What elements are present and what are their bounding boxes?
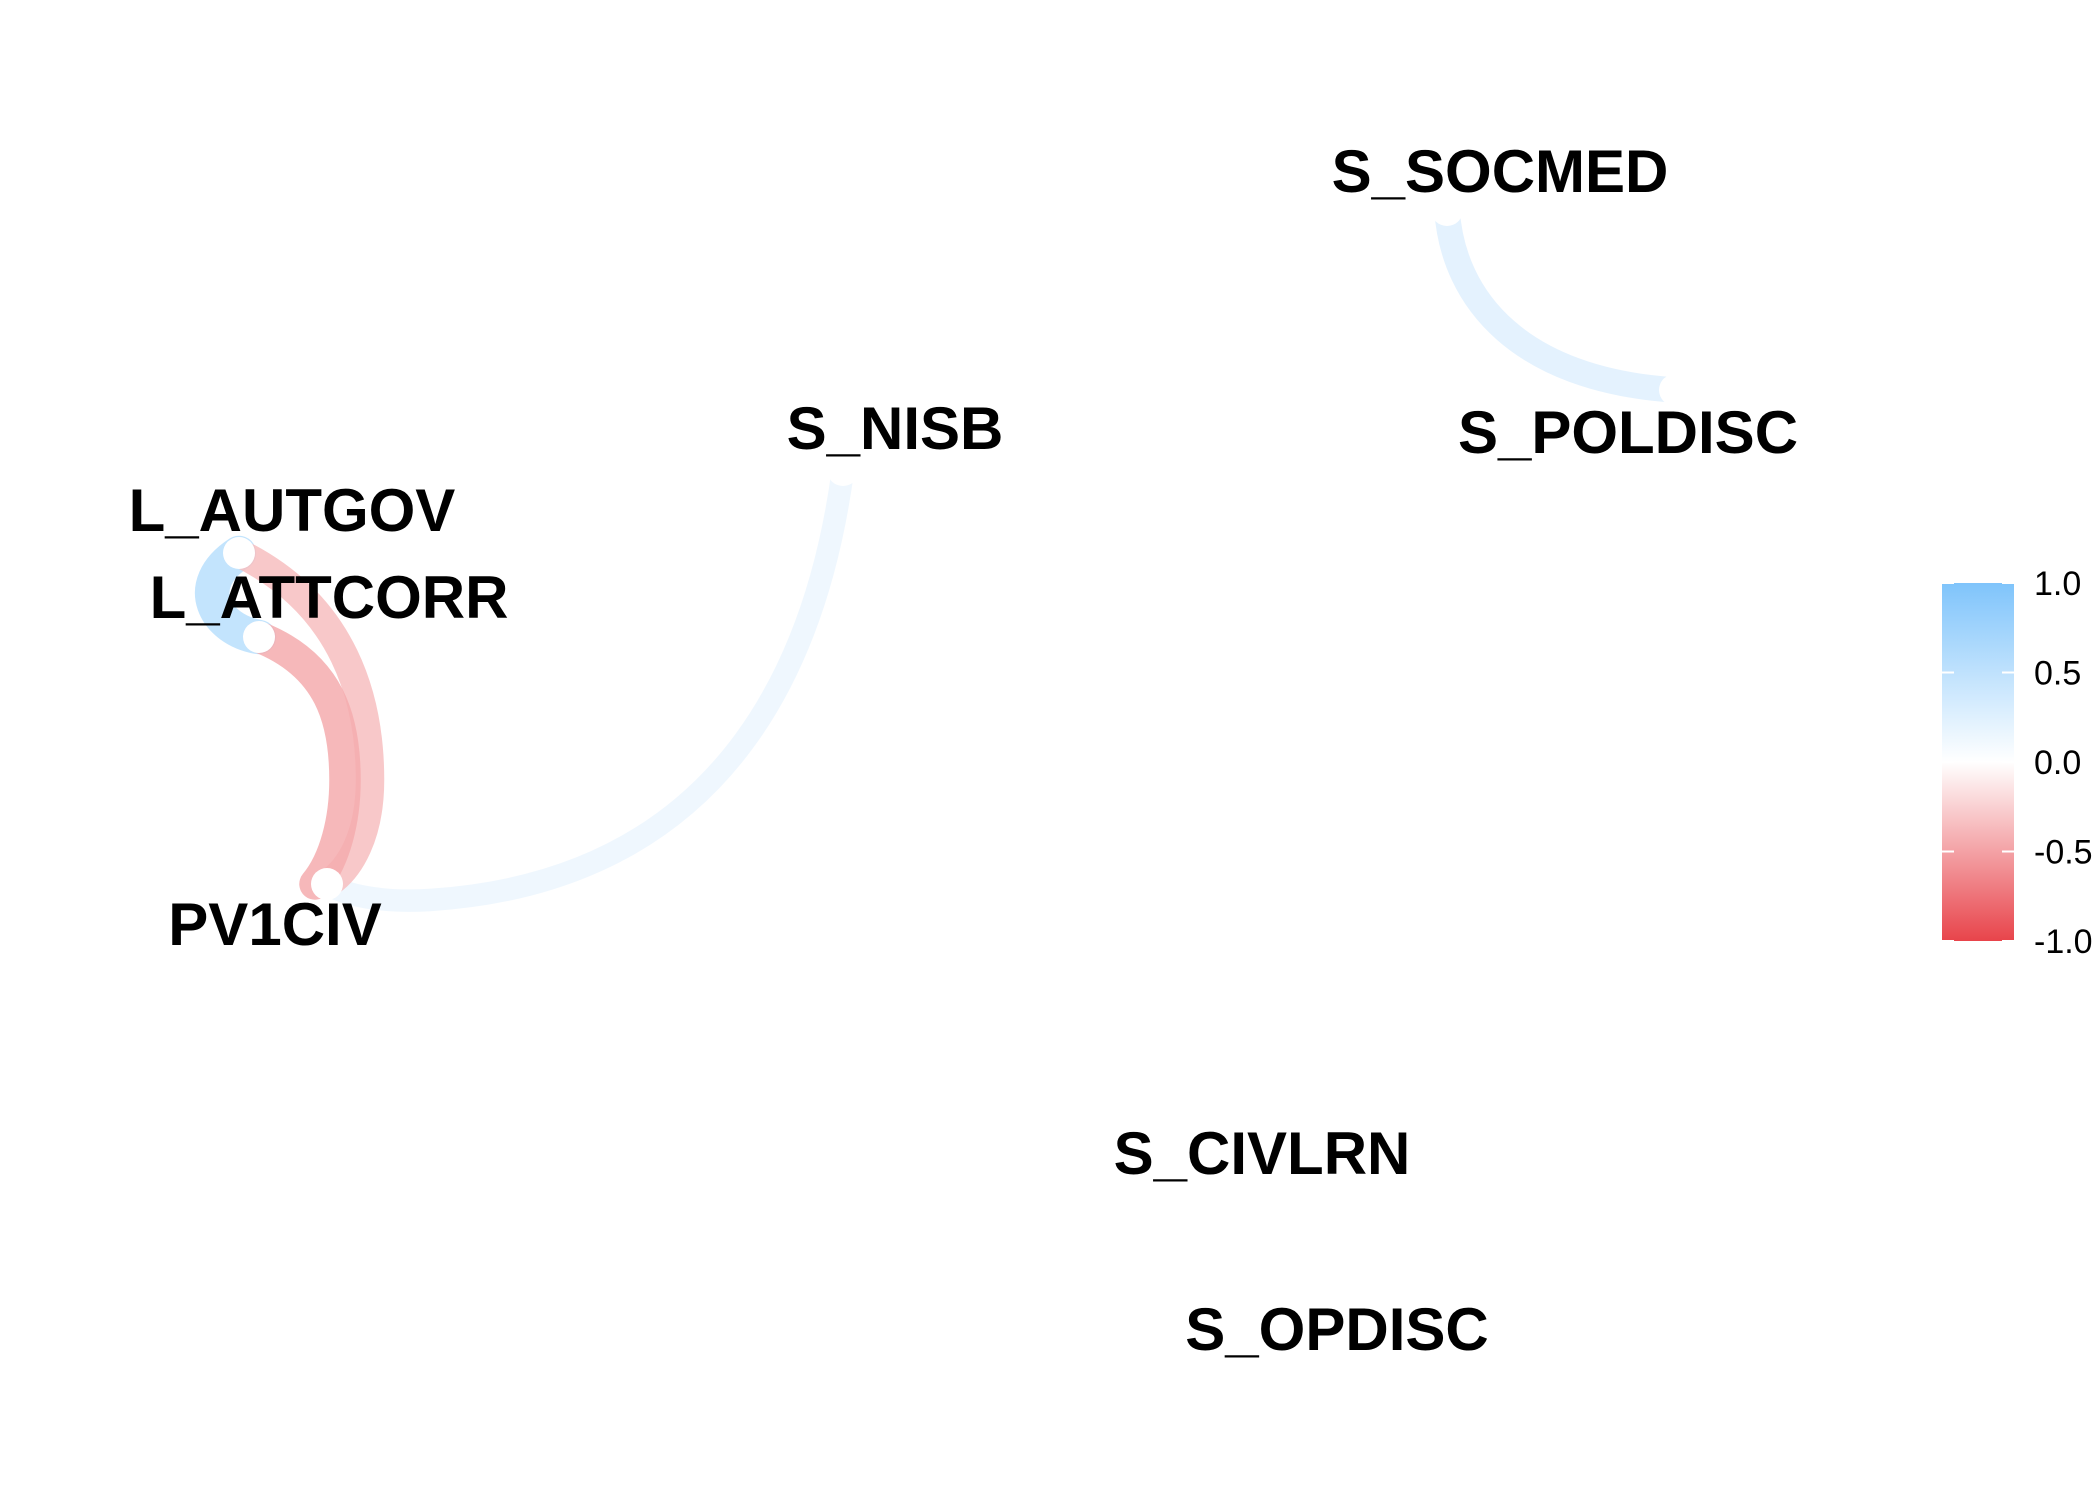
correlation-legend: 1.0 0.5 0.0 -0.5 -1.0: [1942, 565, 2093, 961]
edge-l-attcorr-pv1civ: [243, 621, 361, 900]
node-labels-layer: S_SOCMED S_POLDISC S_NISB L_AUTGOV L_ATTCORR…: [129, 138, 1798, 1363]
node-label-l-autgov: L_AUTGOV: [129, 477, 456, 544]
legend-ticks: 1.0 0.5 0.0 -0.5 -1.0: [1942, 565, 2093, 961]
legend-tick-label: -1.0: [2034, 923, 2093, 961]
legend-tick-label: 0.0: [2034, 744, 2081, 782]
node-label-s-civlrn: S_CIVLRN: [1114, 1120, 1411, 1187]
node-label-s-socmed: S_SOCMED: [1332, 138, 1669, 205]
node-label-l-attcorr: L_ATTCORR: [150, 564, 509, 631]
node-dot-s-poldisc: [1659, 374, 1691, 406]
node-dot-l-attcorr: [243, 621, 275, 653]
node-label-s-opdisc: S_OPDISC: [1185, 1296, 1488, 1363]
legend-tick-label: -0.5: [2034, 834, 2093, 872]
nodes-layer: [223, 194, 1691, 900]
node-dot-l-autgov: [223, 537, 255, 569]
edge-s-socmed-s-poldisc: [1434, 197, 1688, 403]
node-label-pv1civ: PV1CIV: [168, 891, 381, 958]
edge-l-autgov-pv1civ: [224, 538, 385, 899]
node-label-s-poldisc: S_POLDISC: [1458, 399, 1798, 466]
node-dot-s-nisb: [827, 454, 859, 486]
node-label-s-nisb: S_NISB: [787, 395, 1004, 462]
legend-tick-label: 1.0: [2034, 565, 2081, 603]
edge-s-nisb-pv1civ: [315, 458, 855, 912]
node-dot-s-socmed: [1431, 194, 1463, 226]
edges-layer: [195, 197, 1688, 912]
node-dot-pv1civ: [311, 868, 343, 900]
legend-tick-label: 0.5: [2034, 655, 2081, 693]
